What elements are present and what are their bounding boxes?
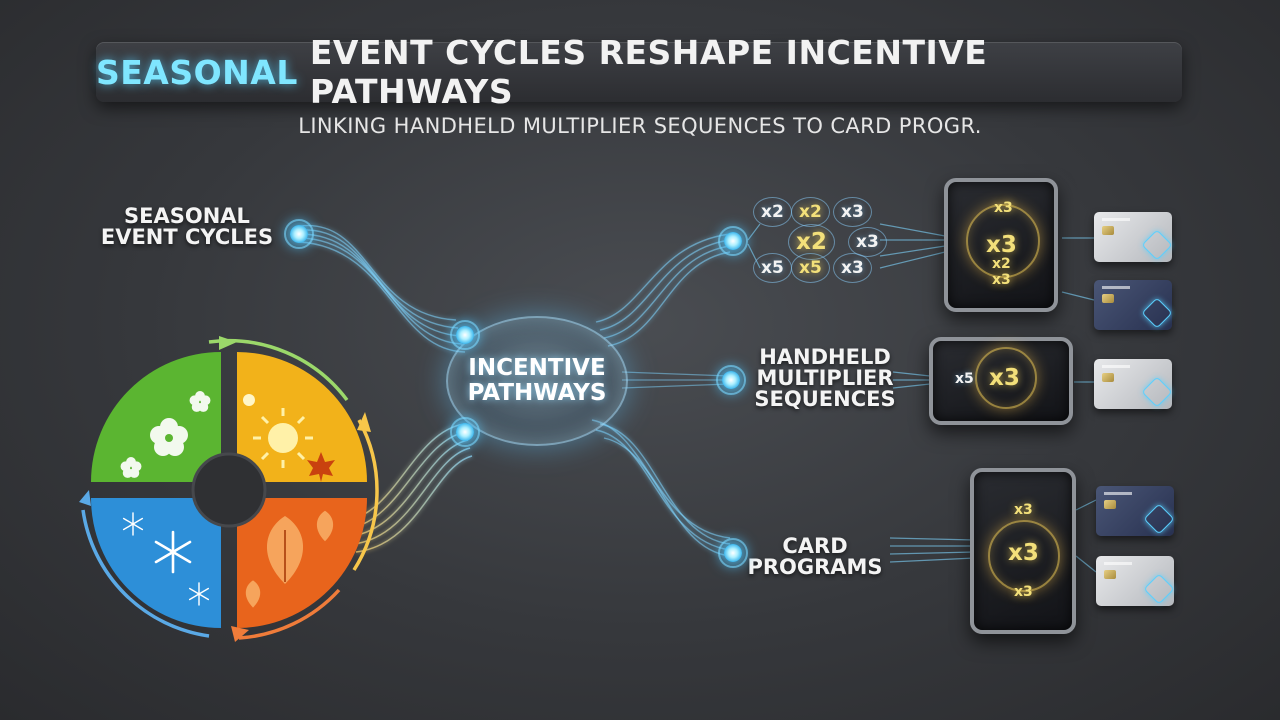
device-glow-ring — [966, 204, 1040, 278]
card-strip — [1102, 286, 1130, 289]
hexagon-icon — [1143, 503, 1175, 535]
seasonal-to-hub-lines — [299, 224, 466, 353]
chip-icon — [1102, 226, 1114, 235]
hub-to-bottom-lines — [591, 419, 731, 557]
node-bottom-branch — [718, 538, 748, 568]
hub-to-top-lines — [595, 233, 731, 347]
right-connector-lines — [747, 223, 1097, 573]
multiplier-badge: x5 — [753, 253, 792, 283]
device-glow-ring — [988, 520, 1060, 592]
card-program-navy — [1096, 486, 1175, 536]
handheld-device-top: x3 x3 x2 x3 — [944, 178, 1058, 312]
wheel-quadrant-spring — [91, 352, 221, 482]
hub-label: INCENTIVE PATHWAYS — [467, 354, 607, 407]
seasonal-label-line2: EVENT CYCLES — [100, 225, 274, 249]
node-middle-branch — [716, 365, 746, 395]
node-top-branch — [718, 226, 748, 256]
subtitle: LINKING HANDHELD MULTIPLIER SEQUENCES TO… — [298, 114, 982, 138]
handheld-label-line3: SEQUENCES — [754, 387, 896, 411]
card-strip — [1104, 492, 1132, 495]
device-multiplier: x3 — [1014, 502, 1033, 518]
hexagon-icon — [1141, 229, 1173, 261]
handheld-device-middle: x5 x3 — [929, 337, 1073, 425]
device-multiplier-main: x3 — [986, 232, 1017, 258]
multiplier-badge: x3 — [833, 197, 872, 227]
sun-icon — [253, 408, 313, 468]
title-banner: SEASONAL EVENT CYCLES RESHAPE INCENTIVE … — [96, 33, 1182, 111]
device-multiplier: x2 — [992, 256, 1011, 272]
chip-icon — [1104, 500, 1116, 509]
chip-icon — [1104, 570, 1116, 579]
handheld-label-line2: MULTIPLIER — [756, 366, 894, 390]
multiplier-badge: x3 — [833, 253, 872, 283]
handheld-label-line1: HANDHELD — [759, 345, 891, 369]
handheld-multiplier-sequences-label: HANDHELD MULTIPLIER SEQUENCES — [740, 347, 910, 410]
seasonal-label-line1: SEASONAL — [124, 204, 250, 228]
seasonal-wheel — [79, 336, 379, 642]
device-multiplier: x3 — [994, 200, 1013, 216]
card-strip — [1102, 365, 1130, 368]
wheel-to-hub-lines — [347, 423, 473, 553]
hexagon-icon — [1143, 573, 1175, 605]
title-text: EVENT CYCLES RESHAPE INCENTIVE PATHWAYS — [309, 33, 988, 111]
card-program-navy — [1094, 280, 1173, 330]
wheel-quadrant-autumn — [237, 498, 367, 628]
hexagon-icon — [1141, 297, 1173, 329]
snowflake-icon — [122, 512, 210, 606]
card-program-silver — [1094, 212, 1173, 262]
chip-icon — [1102, 373, 1114, 382]
card-program-silver — [1096, 556, 1175, 606]
node-seasonal — [284, 219, 314, 249]
flower-icon — [120, 391, 211, 478]
leaf-icon — [307, 452, 335, 482]
hexagon-icon — [1141, 376, 1173, 408]
handheld-device-bottom: x3 x3 x3 — [970, 468, 1076, 634]
hub-label-line2: PATHWAYS — [467, 380, 607, 406]
device-multiplier: x5 — [955, 371, 974, 387]
multiplier-badge: x2 — [753, 197, 792, 227]
card-programs-label: CARD PROGRAMS — [740, 536, 890, 578]
device-multiplier-main: x3 — [989, 365, 1020, 391]
card-label-line1: CARD — [782, 534, 848, 558]
node-hub-bottom — [450, 417, 480, 447]
multiplier-badge: x2 — [791, 197, 830, 227]
chip-icon — [1102, 294, 1114, 303]
hub-label-line1: INCENTIVE — [468, 354, 606, 381]
seasonal-event-cycles-label: SEASONAL EVENT CYCLES — [92, 206, 282, 248]
title-accent: SEASONAL — [96, 52, 298, 92]
card-strip — [1104, 562, 1132, 565]
device-multiplier: x3 — [1014, 584, 1033, 600]
multiplier-badge: x5 — [791, 253, 830, 283]
node-hub-top — [450, 320, 480, 350]
card-program-silver — [1094, 359, 1173, 409]
hub-to-middle-lines — [621, 371, 731, 389]
card-label-line2: PROGRAMS — [747, 555, 883, 579]
device-multiplier-main: x3 — [1008, 540, 1039, 566]
device-glow-ring — [975, 347, 1037, 409]
multiplier-badge: x2 — [788, 224, 835, 260]
device-multiplier: x3 — [992, 272, 1011, 288]
sun-small-icon — [243, 394, 255, 406]
multiplier-badge: x3 — [848, 227, 887, 257]
card-strip — [1102, 218, 1130, 221]
